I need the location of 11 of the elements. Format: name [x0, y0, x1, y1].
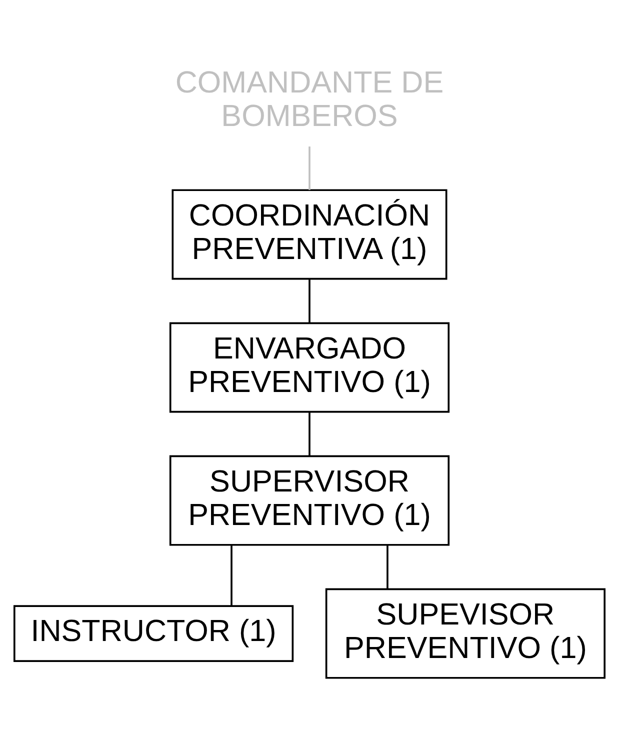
node-box: SUPEVISOR PREVENTIVO (1): [325, 588, 606, 679]
node-box: COORDINACIÓN PREVENTIVA (1): [172, 189, 448, 280]
node-box: INSTRUCTOR (1): [13, 605, 294, 662]
node-box: ENVARGADO PREVENTIVO (1): [169, 322, 450, 413]
connector: [230, 546, 232, 606]
node-text: COMANDANTE DE BOMBEROS: [175, 65, 444, 133]
connector: [386, 546, 388, 589]
connector: [308, 280, 310, 323]
connector: [308, 412, 310, 456]
connector: [308, 146, 310, 190]
node-box: SUPERVISOR PREVENTIVO (1): [169, 455, 450, 546]
